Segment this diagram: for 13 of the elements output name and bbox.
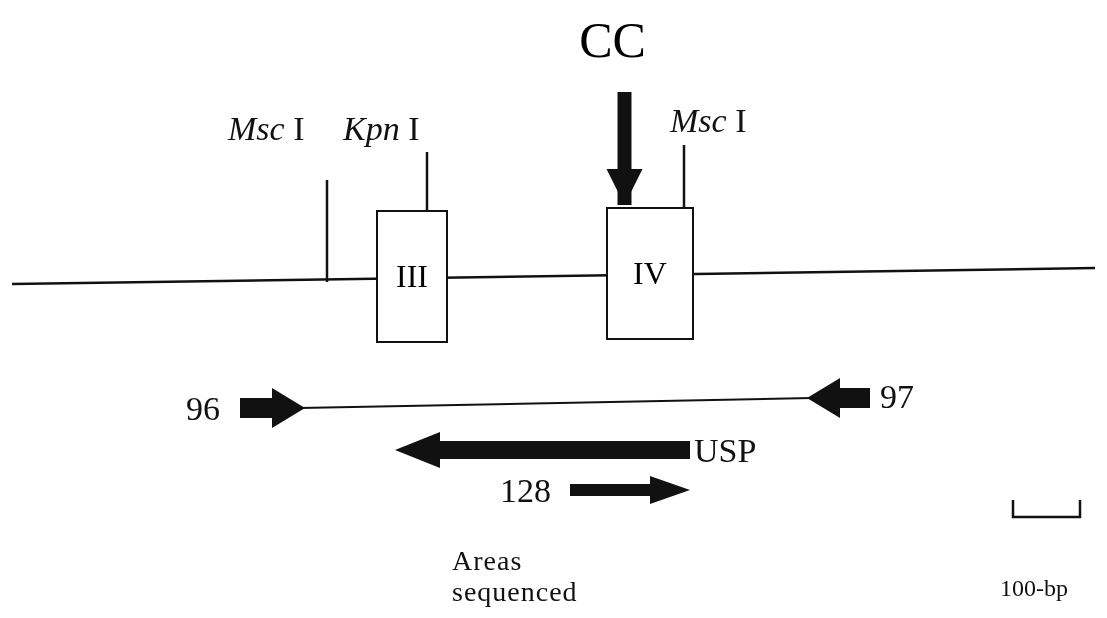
enzyme-site-label: Msc I xyxy=(228,112,305,146)
caption-text: Areas sequenced xyxy=(452,546,579,608)
primer-label: 97 xyxy=(880,380,914,414)
primer-label: 96 xyxy=(186,392,220,426)
exon-box: III xyxy=(376,210,448,343)
arrow xyxy=(606,92,643,205)
primer-label: USP xyxy=(694,434,757,468)
enzyme-site-label: Msc I xyxy=(670,104,747,138)
scale-label: 100-bp xyxy=(1000,576,1068,600)
exon-box: IV xyxy=(606,207,694,340)
enzyme-site-label: Kpn I xyxy=(343,112,420,146)
site-label: CC xyxy=(555,12,670,67)
primer-label: 128 xyxy=(500,474,551,508)
